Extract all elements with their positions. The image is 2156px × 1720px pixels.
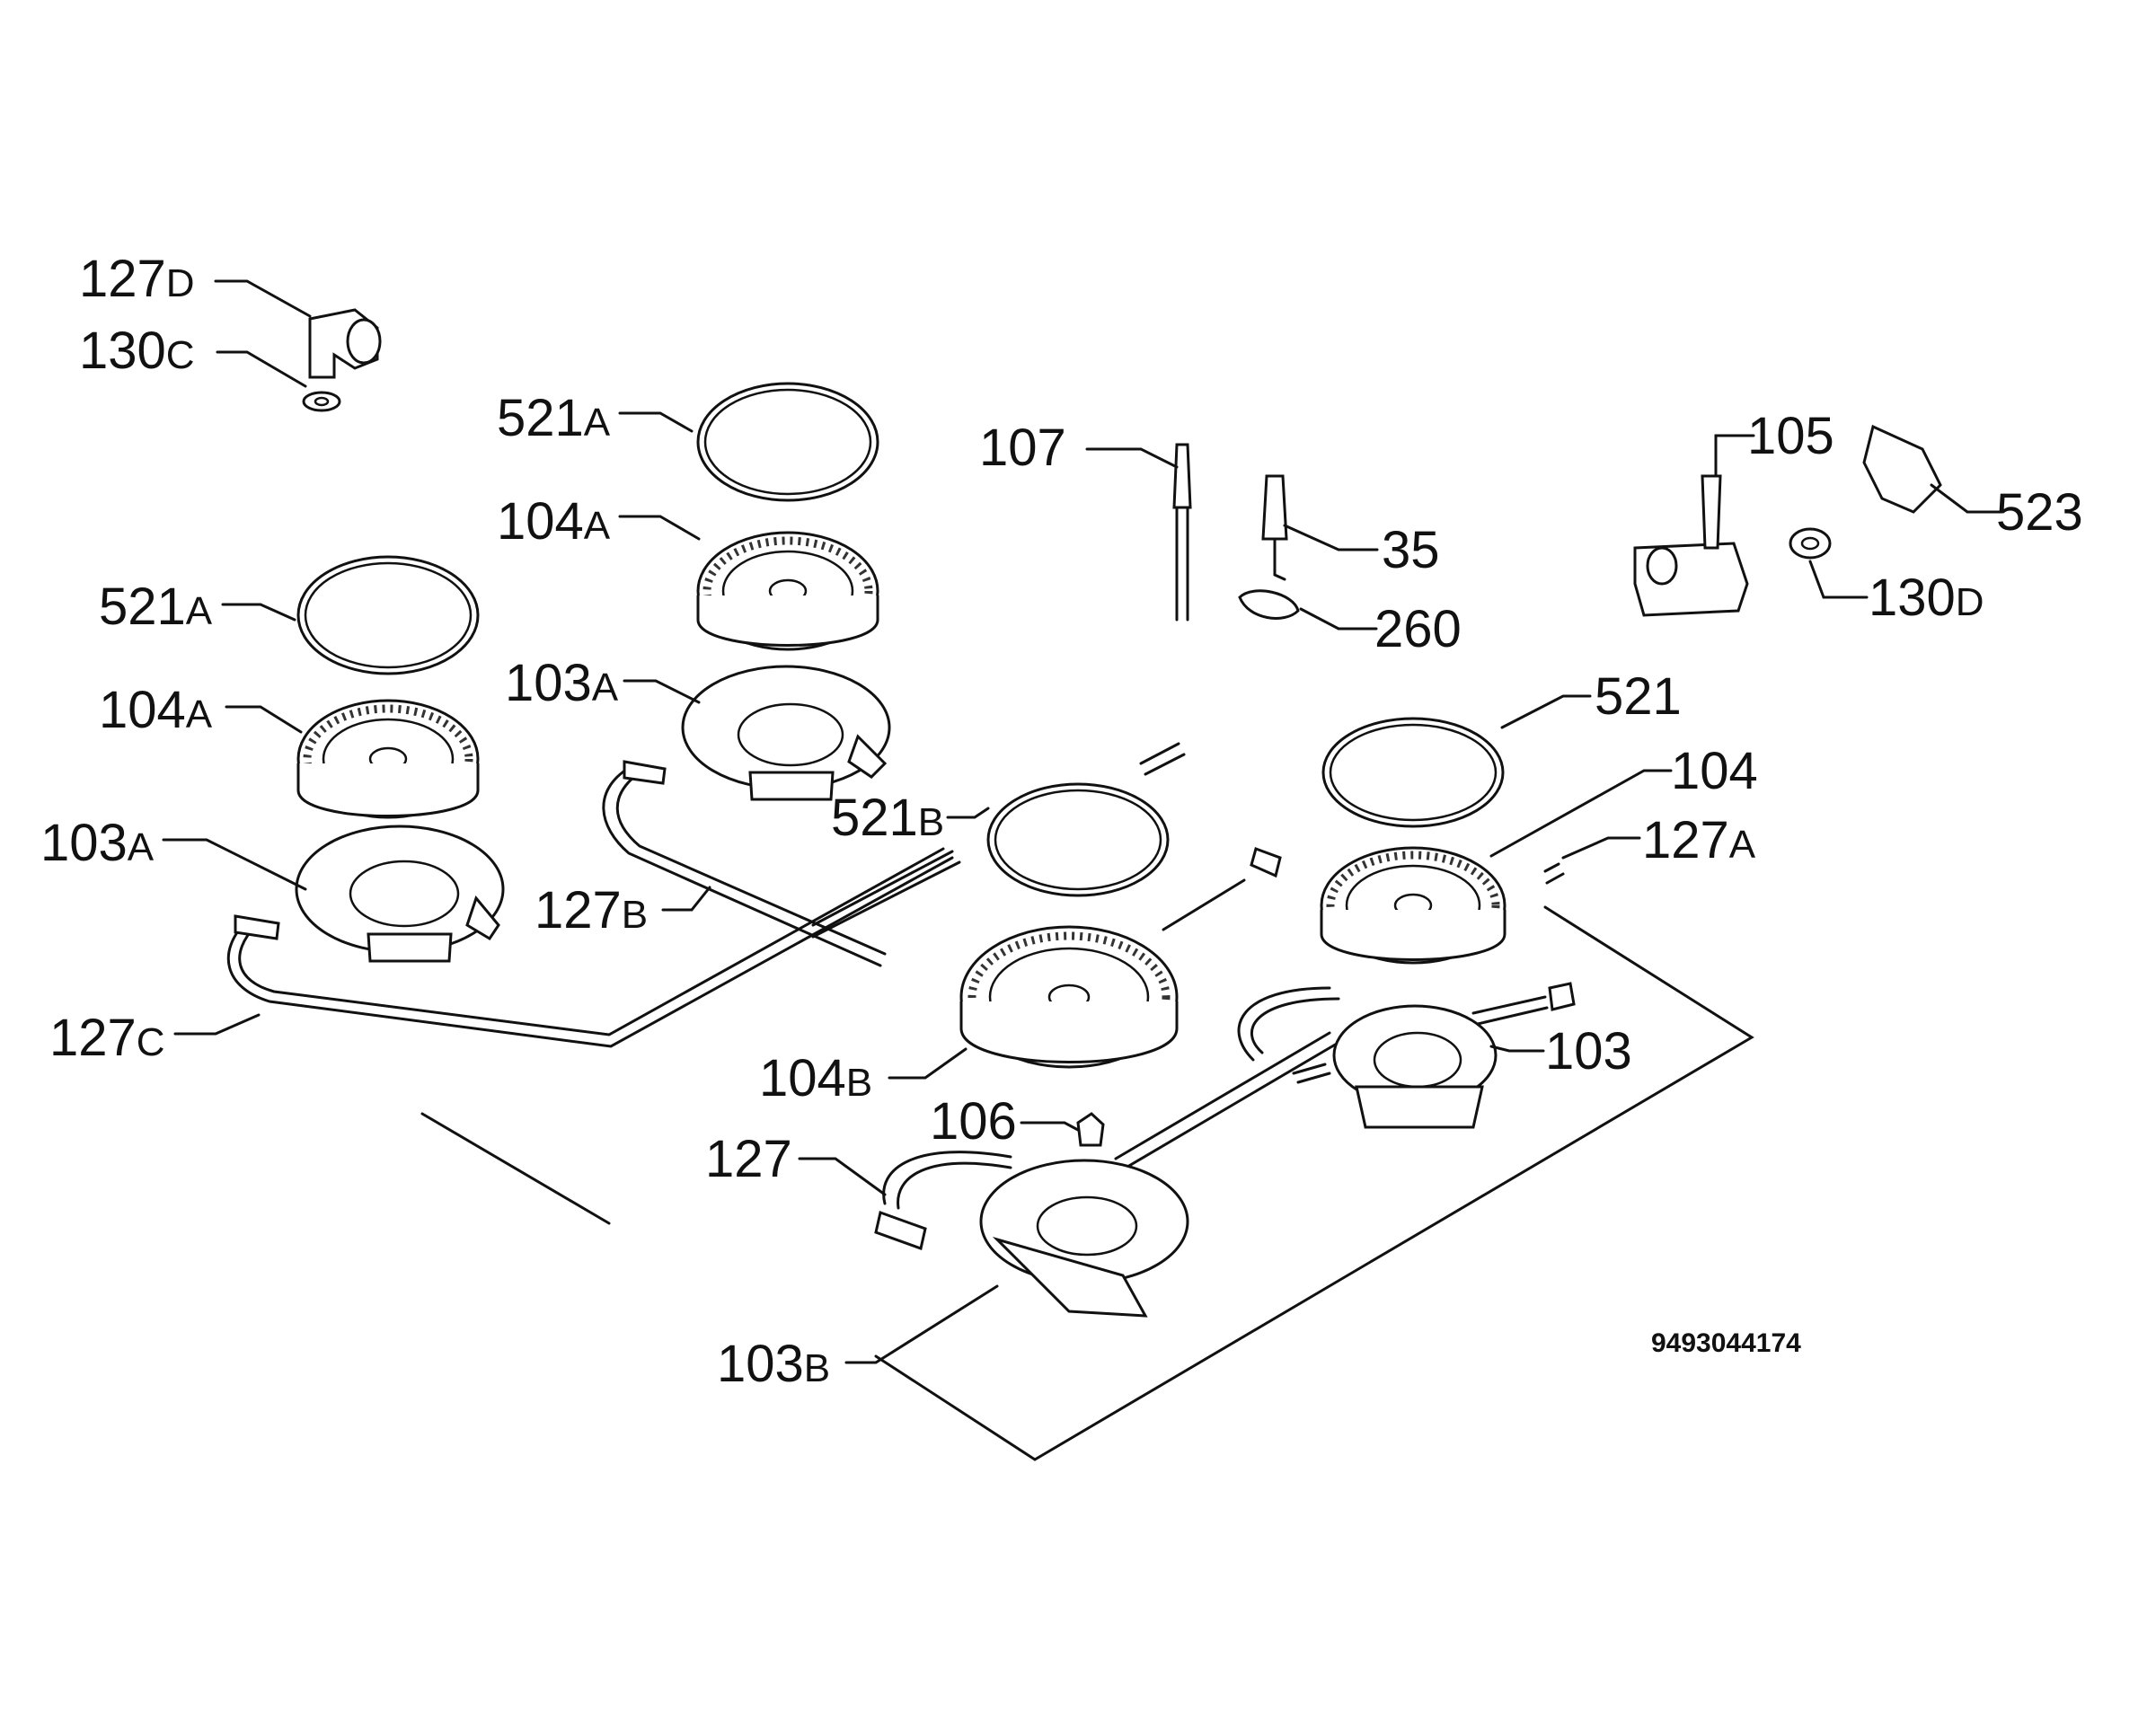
pipe-fitting-right bbox=[1250, 847, 1282, 878]
pipe-nut-127 bbox=[874, 1211, 927, 1250]
label-104: 104 bbox=[1671, 742, 1758, 800]
label-105: 105 bbox=[1747, 407, 1834, 465]
gas-pipes bbox=[226, 742, 1565, 1210]
thermocouple-107 bbox=[1172, 443, 1192, 509]
injector-106 bbox=[1076, 1112, 1105, 1147]
label-106: 106 bbox=[930, 1092, 1017, 1151]
label-127d: 127D bbox=[79, 250, 195, 308]
label-521: 521 bbox=[1595, 667, 1682, 726]
pipe-fitting-103 bbox=[1548, 982, 1576, 1011]
part-labels: 127D 130C 521A 104A 103A 521A 104A 103A … bbox=[40, 250, 2083, 1393]
bracket-523 bbox=[1862, 424, 1942, 514]
label-260: 260 bbox=[1374, 600, 1462, 658]
burner-right bbox=[1250, 717, 1576, 1129]
pipe-nut-left bbox=[234, 914, 280, 940]
label-130d: 130D bbox=[1869, 569, 1984, 627]
label-127: 127 bbox=[705, 1130, 792, 1188]
label-521b: 521B bbox=[831, 789, 944, 847]
label-127b: 127B bbox=[535, 881, 648, 939]
label-104b: 104B bbox=[759, 1049, 872, 1107]
leader-lines bbox=[162, 279, 2003, 1364]
burner-top-middle bbox=[623, 382, 891, 801]
label-103: 103 bbox=[1545, 1022, 1632, 1081]
label-127a: 127A bbox=[1642, 811, 1756, 869]
diagram-code: 9493044174 bbox=[1651, 1328, 1801, 1358]
label-103a-left: 103A bbox=[40, 814, 155, 872]
clip-260 bbox=[1238, 589, 1300, 620]
burner-center-b bbox=[874, 782, 1189, 1318]
hob-outline bbox=[420, 905, 1754, 1461]
label-521a-top: 521A bbox=[497, 389, 611, 447]
pipe-nut-top bbox=[623, 760, 667, 785]
label-104a-left: 104A bbox=[99, 681, 213, 739]
label-103a-top: 103A bbox=[505, 654, 619, 712]
label-130c: 130C bbox=[79, 322, 195, 380]
label-104a-top: 104A bbox=[497, 492, 611, 551]
burner-left bbox=[234, 555, 505, 963]
label-103b: 103B bbox=[717, 1335, 830, 1393]
label-35: 35 bbox=[1382, 521, 1440, 579]
spark-electrode-35 bbox=[1261, 474, 1288, 541]
label-107: 107 bbox=[979, 419, 1066, 477]
small-parts bbox=[302, 308, 1942, 622]
label-523: 523 bbox=[1996, 483, 2083, 542]
label-127c: 127C bbox=[49, 1009, 165, 1067]
label-521a-left: 521A bbox=[99, 578, 213, 636]
